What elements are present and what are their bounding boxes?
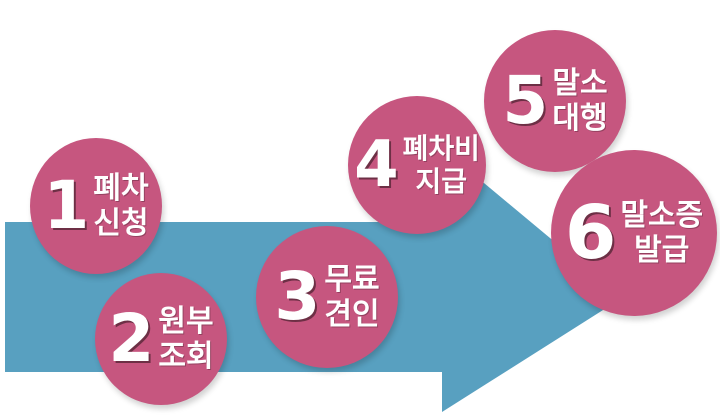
step-6-label-line1: 말소증 [620, 197, 704, 233]
step-5-label-line1: 말소 [552, 65, 608, 101]
step-2-circle: 2 원부 조회 [95, 273, 227, 405]
step-4-label: 폐차비 지급 [403, 132, 480, 198]
step-3-label: 무료 견인 [324, 262, 379, 333]
step-4-label-line1: 폐차비 [402, 131, 480, 165]
step-6-circle: 6 말소증 발급 [551, 150, 717, 316]
step-4-number: 4 [354, 128, 399, 202]
step-4-circle: 4 폐차비 지급 [348, 96, 486, 234]
step-1-label-line2: 신청 [93, 206, 149, 241]
step-5-label: 말소 대행 [552, 66, 607, 137]
step-2-number: 2 [108, 300, 155, 377]
step-3-label-line2: 견인 [324, 297, 380, 332]
step-1-label-line1: 폐차 [93, 170, 149, 206]
step-4-label-line2: 지급 [415, 165, 468, 198]
step-2-label: 원부 조회 [158, 304, 213, 375]
step-5-label-line2: 대행 [552, 101, 608, 136]
step-1-circle: 1 폐차 신청 [30, 138, 162, 274]
step-6-label-line2: 발급 [634, 233, 690, 268]
step-2-label-line1: 원부 [158, 303, 214, 339]
step-1-label: 폐차 신청 [93, 171, 148, 242]
step-6-number: 6 [564, 190, 617, 276]
step-6-label: 말소증 발급 [620, 198, 703, 269]
step-3-number: 3 [274, 258, 321, 335]
step-2-label-line2: 조회 [158, 339, 214, 374]
step-1-number: 1 [43, 167, 90, 244]
step-5-number: 5 [502, 62, 549, 139]
step-3-label-line1: 무료 [324, 261, 380, 297]
step-3-circle: 3 무료 견인 [256, 226, 398, 368]
step-5-circle: 5 말소 대행 [484, 30, 626, 172]
